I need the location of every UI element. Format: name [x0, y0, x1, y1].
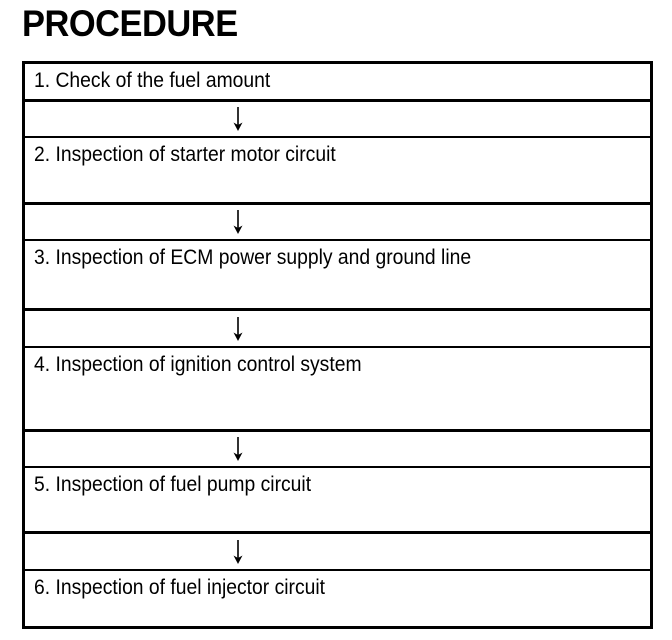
flow-connector-4 [25, 432, 650, 468]
flow-step-5: 5. Inspection of fuel pump circuit [25, 468, 650, 534]
down-arrow-icon [233, 107, 243, 131]
flow-step-4-label: 4. Inspection of ignition control system [34, 353, 362, 376]
flow-connector-2 [25, 205, 650, 241]
page-title: PROCEDURE [22, 3, 238, 44]
down-arrow-icon [233, 437, 243, 461]
flow-step-4: 4. Inspection of ignition control system [25, 348, 650, 432]
flow-step-6: 6. Inspection of fuel injector circuit [25, 571, 650, 626]
procedure-flow-table: 1. Check of the fuel amount 2. Inspectio… [22, 61, 653, 629]
flow-connector-1-wrap [25, 102, 650, 136]
flow-step-3-label: 3. Inspection of ECM power supply and gr… [34, 246, 472, 269]
down-arrow-icon [233, 210, 243, 234]
down-arrow-icon [233, 316, 243, 341]
flow-step-6-label: 6. Inspection of fuel injector circuit [34, 576, 326, 599]
flow-connector-1 [25, 102, 650, 138]
flow-connector-5-wrap [25, 534, 650, 569]
flow-step-1-label: 1. Check of the fuel amount [34, 69, 271, 92]
flow-connector-3-wrap [25, 311, 650, 346]
flow-step-2: 2. Inspection of starter motor circuit [25, 138, 650, 205]
flow-connector-2-wrap [25, 205, 650, 239]
flow-step-2-label: 2. Inspection of starter motor circuit [34, 143, 336, 166]
flow-step-1: 1. Check of the fuel amount [25, 64, 650, 102]
flow-connector-3 [25, 311, 650, 348]
flow-connector-5 [25, 534, 650, 571]
flow-connector-4-wrap [25, 432, 650, 466]
down-arrow-icon [233, 539, 243, 564]
flow-step-3: 3. Inspection of ECM power supply and gr… [25, 241, 650, 311]
flow-step-5-label: 5. Inspection of fuel pump circuit [34, 473, 312, 496]
